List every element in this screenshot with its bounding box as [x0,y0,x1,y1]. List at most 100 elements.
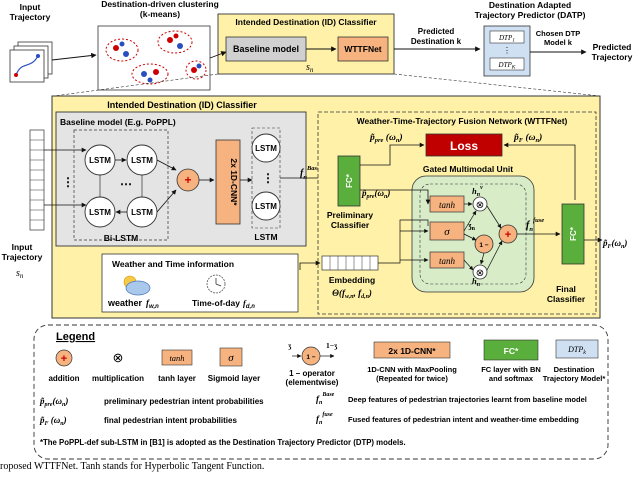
svg-text:LSTM: LSTM [89,208,111,217]
svg-text:1 −: 1 − [479,242,488,249]
p-f-output: p̃F(ωn) [602,238,627,250]
legend-one-minus-icon: ʒ 1−ʒ 1 − [288,341,338,366]
detail-id-classifier-title: Intended Destination (ID) Classifier [107,100,257,110]
legend-addition-icon: + [55,349,73,367]
legend-one-minus: 1 – operator(elementwise) [286,369,339,387]
sigma-gate-label: σ [444,226,450,238]
multiply-node-bottom: ⊗ [472,264,488,280]
cluster-image [97,25,211,91]
legend-conv-icon [373,341,451,359]
lstm-cell: LSTM [126,196,158,228]
figure-caption: roposed WTTFNet. Tanh stands for Hyperbo… [0,461,264,472]
multiply-node-top: ⊗ [472,196,488,212]
gated-unit-title: Gated Multimodal Unit [423,164,513,174]
input-trajectory-icon [9,41,53,83]
legend-footnote: *The PoPPL-def sub-LSTM in [B1] is adopt… [40,438,406,447]
legend-tanh-icon [161,349,193,366]
weather-cloud-icon [123,275,151,296]
lstm-ellipsis: ⋯ [120,177,132,191]
legend-multiplication: multiplication [92,374,144,383]
legend-f-base: Deep features of pedestrian trajectories… [348,395,587,404]
conv-block [215,139,241,225]
dtp-k-label: DTPK [498,61,516,71]
tanh-bottom-label: tanh [439,256,456,266]
legend-sigma-icon [219,347,243,367]
one-minus-node: 1 − [474,234,494,254]
lstm-cell: LSTM [84,144,116,176]
top-baseline-label: Baseline model [233,44,299,54]
preliminary-fc-label: FC* [345,173,354,188]
addition-node-gated: + [498,224,518,244]
legend-fc-icon [483,339,539,361]
svg-text:+: + [184,173,191,187]
legend-addition: addition [48,374,79,383]
h-v-label: hnv [472,185,483,198]
embedding-vector [321,255,379,271]
legend-dtp-icon [555,339,599,359]
svg-text:+: + [61,353,67,365]
dtp-1-label: DTP1 [498,34,515,44]
z-label: ʒn [468,221,476,232]
lstm-ellipsis: ⋮ [62,175,74,189]
dtp-1-box [489,30,525,44]
bilstm-label: Bi-LSTM [104,233,138,243]
lstm-ellipsis: ⋮ [262,171,274,185]
lstm-cell: LSTM [251,191,281,221]
weather-time-title: Weather and Time information [112,259,234,269]
top-wttfnet-box [337,36,389,62]
svg-text:+: + [505,229,511,241]
clock-icon [206,274,226,294]
legend-conv: 1D-CNN with MaxPooling(Repeated for twic… [367,365,457,383]
svg-text:LSTM: LSTM [131,156,153,165]
input-sequence [29,129,45,231]
svg-text:ʒ: ʒ [288,341,292,350]
legend-dtp-symbol: DTPk [567,345,586,356]
top-wttfnet-label: WTTFNet [344,44,381,54]
baseline-eg-title: Baseline model (E.g. PoPPL) [60,117,176,127]
preliminary-fc [337,155,361,207]
legend-tanh: tanh layer [158,374,196,383]
legend-fc-symbol: FC* [504,346,519,356]
bilstm-region [73,129,169,241]
legend-p-f: final pedestrian intent probabilities [104,416,237,425]
legend-title: Legend [56,331,95,343]
lstm-cell: LSTM [251,133,281,163]
wttfnet-title: Weather-Time-Trajectory Fusion Network (… [357,116,568,126]
svg-text:1 −: 1 − [306,354,315,361]
legend-sigmoid: Sigmoid layer [208,374,260,383]
dtp-ellipsis: ⋮ [503,46,511,55]
top-baseline-model [225,36,307,62]
clustering-title: Destination-driven clustering(k-means) [101,0,219,19]
tanh-top-label: tanh [439,200,456,210]
svg-text:LSTM: LSTM [131,208,153,217]
legend-tanh-symbol: tanh [169,353,184,363]
svg-text:⊗: ⊗ [476,268,484,279]
lstm-cell: LSTM [84,196,116,228]
final-fc [561,203,585,265]
svg-text:LSTM: LSTM [255,144,277,153]
final-fc-label: FC* [569,226,578,241]
addition-node: + [176,168,200,192]
legend-p-pre: preliminary pedestrian intent probabilit… [104,397,264,406]
svg-text:LSTM: LSTM [255,202,277,211]
legend-multiplication-icon: ⊗ [113,350,124,365]
loss-label: Loss [450,139,478,153]
dtp-k-box [489,57,525,71]
embedding-label: Embedding [329,275,375,285]
svg-text:⊗: ⊗ [476,200,484,211]
top-s-n: sn [306,62,314,74]
lstm-stack-label: LSTM [254,232,277,242]
